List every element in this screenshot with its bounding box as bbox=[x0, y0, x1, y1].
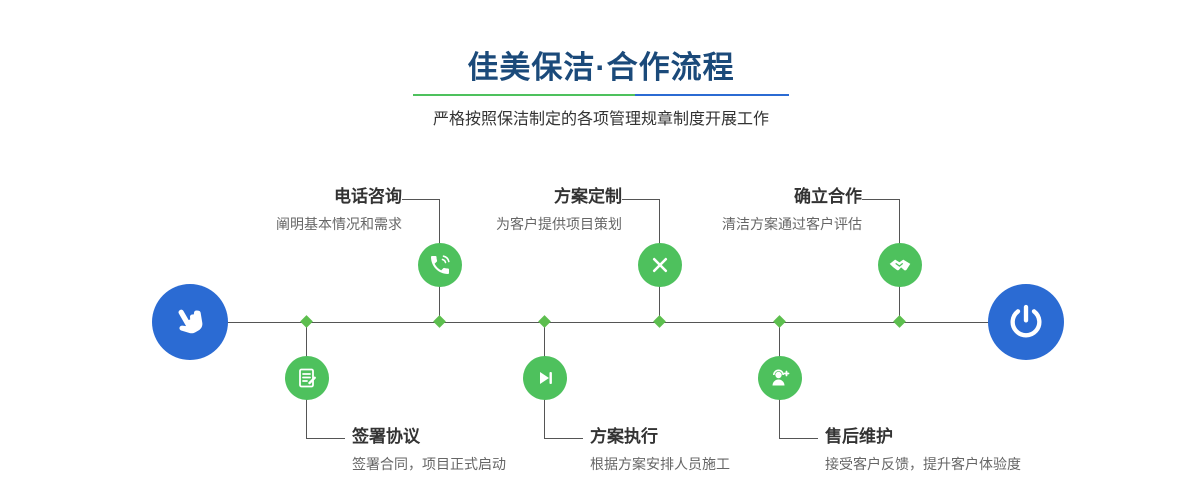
step-text-phone: 电话咨询 阐明基本情况和需求 bbox=[102, 186, 402, 234]
design-icon bbox=[648, 253, 672, 277]
step-text-execution: 方案执行 根据方案安排人员施工 bbox=[590, 426, 890, 474]
step-title: 确立合作 bbox=[794, 187, 862, 206]
handshake-elbow-line bbox=[862, 199, 900, 200]
phone-elbow-line bbox=[402, 199, 440, 200]
timeline-end-node bbox=[988, 284, 1064, 360]
aftersale-icon bbox=[768, 366, 792, 390]
phone-junction-diamond bbox=[433, 315, 446, 328]
play-icon bbox=[533, 366, 557, 390]
handshake-junction-diamond bbox=[893, 315, 906, 328]
handshake-icon bbox=[887, 252, 913, 278]
power-icon bbox=[1006, 302, 1046, 342]
divider-green-segment bbox=[413, 94, 635, 96]
step-desc: 清洁方案通过客户评估 bbox=[722, 216, 862, 232]
step-node-aftersale bbox=[758, 356, 802, 400]
page-title: 佳美保洁·合作流程 bbox=[467, 50, 735, 85]
aftersale-elbow-line bbox=[780, 438, 818, 439]
pointing-hand-icon bbox=[169, 301, 211, 343]
timeline-line bbox=[190, 322, 1026, 323]
step-desc: 为客户提供项目策划 bbox=[496, 216, 622, 232]
step-desc: 接受客户反馈，提升客户体验度 bbox=[825, 456, 1021, 472]
step-title: 方案执行 bbox=[590, 427, 658, 446]
step-text-handshake: 确立合作 清洁方案通过客户评估 bbox=[562, 186, 862, 234]
agreement-junction-diamond bbox=[300, 315, 313, 328]
design-junction-diamond bbox=[653, 315, 666, 328]
aftersale-junction-diamond bbox=[773, 315, 786, 328]
step-node-agreement bbox=[285, 356, 329, 400]
step-title: 签署协议 bbox=[352, 427, 420, 446]
design-elbow-line bbox=[622, 199, 660, 200]
step-desc: 根据方案安排人员施工 bbox=[590, 456, 730, 472]
step-node-handshake bbox=[878, 243, 922, 287]
step-title: 售后维护 bbox=[825, 427, 893, 446]
step-desc: 签署合同，项目正式启动 bbox=[352, 456, 506, 472]
step-title: 方案定制 bbox=[554, 187, 622, 206]
title-divider bbox=[413, 94, 789, 96]
document-icon bbox=[295, 366, 319, 390]
execution-elbow-line bbox=[545, 438, 583, 439]
page-subtitle: 严格按照保洁制定的各项管理规章制度开展工作 bbox=[432, 111, 769, 128]
step-desc: 阐明基本情况和需求 bbox=[276, 216, 402, 232]
agreement-elbow-line bbox=[307, 438, 345, 439]
divider-blue-segment bbox=[635, 94, 789, 96]
execution-junction-diamond bbox=[538, 315, 551, 328]
timeline-start-node bbox=[152, 284, 228, 360]
step-text-design: 方案定制 为客户提供项目策划 bbox=[322, 186, 622, 234]
step-node-execution bbox=[523, 356, 567, 400]
phone-icon bbox=[428, 253, 452, 277]
step-node-design bbox=[638, 243, 682, 287]
step-title: 电话咨询 bbox=[334, 187, 402, 206]
step-node-phone bbox=[418, 243, 462, 287]
step-text-aftersale: 售后维护 接受客户反馈，提升客户体验度 bbox=[825, 426, 1125, 474]
step-text-agreement: 签署协议 签署合同，项目正式启动 bbox=[352, 426, 652, 474]
